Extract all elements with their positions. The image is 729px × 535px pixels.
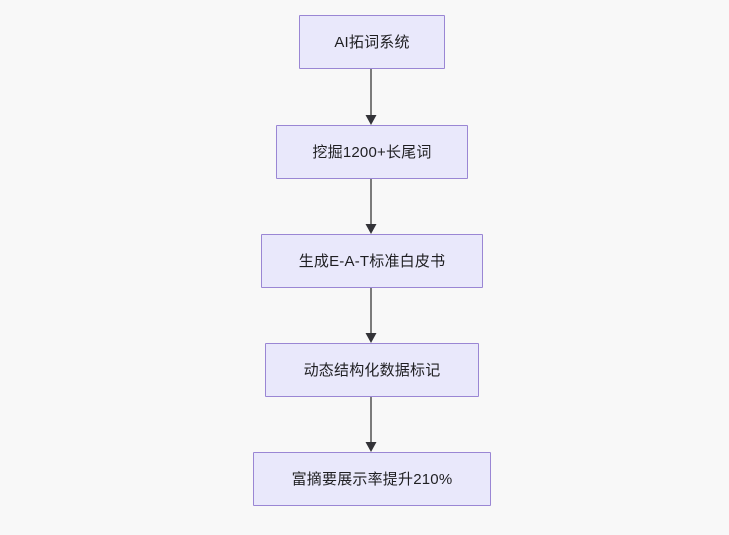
flow-node-label: 挖掘1200+长尾词	[312, 143, 432, 161]
flow-node-label: 富摘要展示率提升210%	[291, 470, 453, 488]
flow-node-mine-longtail-keywords[interactable]: 挖掘1200+长尾词	[276, 125, 468, 179]
flow-edge-1-to-2	[361, 69, 381, 125]
flow-node-rich-snippet-result[interactable]: 富摘要展示率提升210%	[253, 452, 491, 506]
flow-node-dynamic-structured-data[interactable]: 动态结构化数据标记	[265, 343, 479, 397]
flow-node-label: 动态结构化数据标记	[303, 361, 441, 379]
flow-node-ai-keyword-system[interactable]: AI拓词系统	[299, 15, 445, 69]
flow-node-label: 生成E-A-T标准白皮书	[298, 252, 446, 270]
flow-edge-3-to-4	[361, 288, 381, 343]
flow-edge-4-to-5	[361, 397, 381, 452]
flow-node-label: AI拓词系统	[334, 33, 410, 51]
flow-edge-2-to-3	[361, 179, 381, 234]
flow-node-generate-eat-whitepaper[interactable]: 生成E-A-T标准白皮书	[261, 234, 483, 288]
